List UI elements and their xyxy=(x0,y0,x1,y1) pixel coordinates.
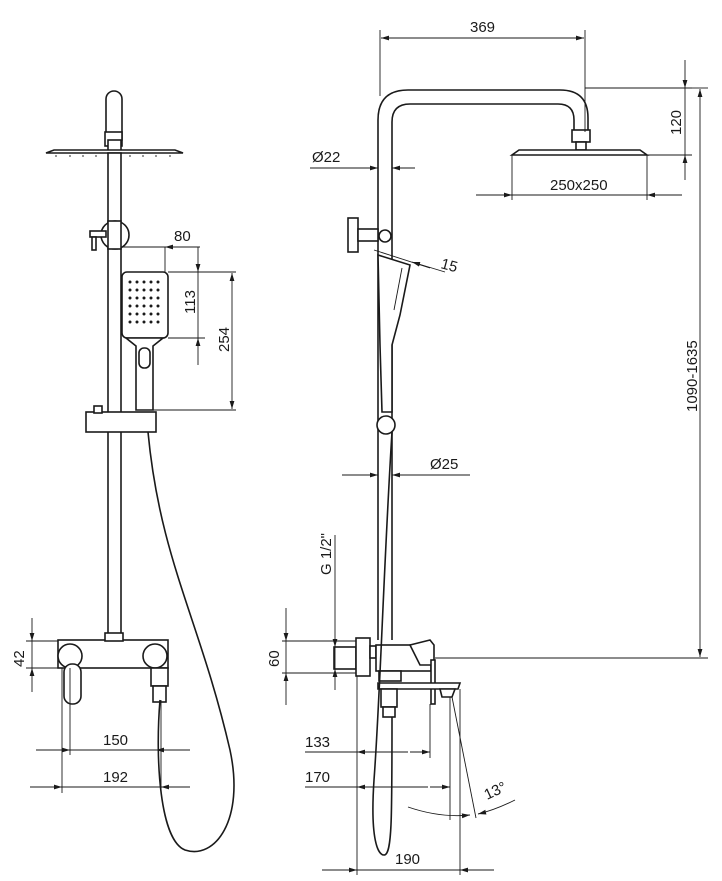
dim-369: 369 xyxy=(379,19,586,132)
dim-label: 170 xyxy=(305,769,330,786)
mixer xyxy=(57,632,169,705)
dim-label: 190 xyxy=(395,851,420,868)
dim-label: 15 xyxy=(439,255,460,276)
dim-label: 150 xyxy=(103,732,128,749)
dim-label: 250x250 xyxy=(550,177,608,194)
dim-label: 254 xyxy=(216,327,233,352)
dim-113: 113 xyxy=(168,247,236,365)
dim-label: 42 xyxy=(11,650,28,667)
dim-label: 80 xyxy=(174,228,191,245)
rain-shower-head xyxy=(509,149,650,156)
dim-diameter-25: Ø25 xyxy=(342,456,470,478)
dim-angle-15: 15 xyxy=(373,249,460,276)
dim-angle-13: 13° xyxy=(407,779,516,819)
dim-1090-1635: 1090-1635 xyxy=(435,87,708,659)
dim-80: 80 xyxy=(121,228,200,272)
rain-shower-head xyxy=(45,149,184,157)
dim-150: 150 xyxy=(36,732,190,753)
hand-shower xyxy=(121,271,169,411)
dim-label: Ø22 xyxy=(312,149,340,166)
dim-120: 120 xyxy=(585,60,692,180)
dim-label: 369 xyxy=(470,19,495,36)
side-view: 369 120 Ø22 250x250 15 xyxy=(266,19,708,875)
dim-60: 60 xyxy=(266,608,356,705)
dim-250x250: 250x250 xyxy=(476,155,682,200)
dim-label: 133 xyxy=(305,734,330,751)
slider xyxy=(85,405,157,433)
dim-label: 192 xyxy=(103,769,128,786)
dim-g-half-inch: G 1/2" xyxy=(318,533,338,690)
shower-arm xyxy=(377,89,589,640)
dim-label: G 1/2" xyxy=(318,533,335,575)
diverter xyxy=(89,220,130,251)
dim-170: 170 xyxy=(305,769,450,790)
dim-diameter-22: Ø22 xyxy=(310,149,415,171)
dim-label: 60 xyxy=(266,650,283,667)
dim-254: 254 xyxy=(153,273,236,411)
dim-label: 113 xyxy=(182,290,199,314)
front-view: 80 113 254 42 15 xyxy=(11,90,236,853)
dim-label: 13° xyxy=(482,779,510,804)
dim-label: 120 xyxy=(668,110,685,135)
dim-42: 42 xyxy=(11,618,58,692)
hose xyxy=(147,431,235,853)
dim-133: 133 xyxy=(305,734,430,755)
dim-label: 1090-1635 xyxy=(684,340,701,412)
diverter xyxy=(347,217,392,253)
dim-label: Ø25 xyxy=(430,456,458,473)
rain-shower-arm xyxy=(104,90,123,154)
dim-192: 192 xyxy=(30,769,190,790)
mixer xyxy=(333,637,462,718)
hose xyxy=(372,431,393,856)
dim-190: 190 xyxy=(322,851,494,873)
hand-shower xyxy=(376,253,411,435)
